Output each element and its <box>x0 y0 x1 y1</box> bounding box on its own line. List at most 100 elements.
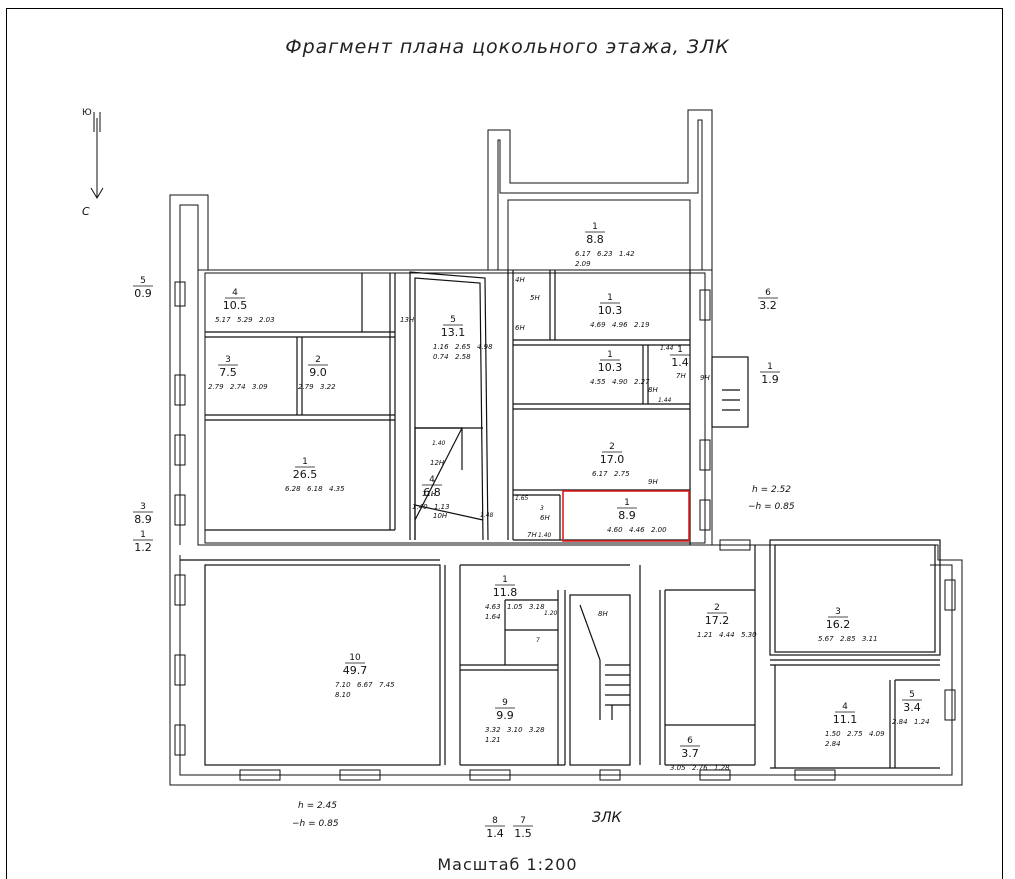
room-area: 3.2 <box>759 299 777 312</box>
room-dimension: 1.21 <box>485 736 501 744</box>
room-area: 16.2 <box>826 618 851 631</box>
room-label: 11.2 <box>133 530 153 554</box>
room-dimension: 1.16 <box>433 343 449 351</box>
outer-walls <box>169 109 963 786</box>
room-dimension: 2.79 <box>298 383 314 391</box>
room-number: 4 <box>842 702 848 712</box>
room-dimension: 4.55 <box>590 378 606 386</box>
room-dimension: 4.98 <box>477 343 493 351</box>
room-dimension: 0.74 <box>433 353 449 361</box>
room-dimension: 7.10 <box>335 681 351 689</box>
room-dimension: 4.69 <box>590 321 606 329</box>
room-dimension: 6.18 <box>307 485 323 493</box>
height-right: h = 2.52 <box>752 485 791 495</box>
room-dimension: 4.44 <box>719 631 735 639</box>
room-area: 1.4 <box>671 356 689 369</box>
niche-label: 4Н <box>515 276 525 284</box>
room-dimension: 4.60 <box>607 526 623 534</box>
room-dimension: 3.22 <box>320 383 336 391</box>
room-dimension: 6.17 <box>592 470 608 478</box>
small-dimension: 1.20 <box>544 610 558 617</box>
room-dimension: 3.32 <box>485 726 501 734</box>
room-number: 1 <box>502 575 508 585</box>
room-number: 5 <box>140 276 146 286</box>
room-number: 1 <box>767 362 773 372</box>
drawing-frame <box>6 8 1003 879</box>
room-dimension: 2.00 <box>651 526 667 534</box>
room-dimension: 2.75 <box>614 470 630 478</box>
niche-label: 7Н <box>527 531 537 539</box>
room-dimension: 4.46 <box>629 526 645 534</box>
room-area: 7.5 <box>219 366 237 379</box>
room-dimension: 3.11 <box>862 635 878 643</box>
room-dimension: 2.65 <box>455 343 471 351</box>
room-area: 3.4 <box>903 701 921 714</box>
small-dimension: 3 <box>540 505 544 512</box>
room-dimension: 2.84 <box>892 718 908 726</box>
room-area: 26.5 <box>293 468 318 481</box>
room-area: 1.2 <box>134 541 152 554</box>
plan-title: Фрагмент плана цокольного этажа, ЗЛК <box>285 36 730 58</box>
room-dimension: 3.10 <box>507 726 523 734</box>
room-area: 6.8 <box>423 486 441 499</box>
room-dimension: 2.03 <box>259 316 275 324</box>
room-dimension: 2.58 <box>455 353 471 361</box>
small-dimension: 1.40 <box>432 440 446 447</box>
room-dimension: 6.28 <box>285 485 301 493</box>
room-dimension: 1.28 <box>714 764 730 772</box>
room-area: 17.0 <box>600 453 625 466</box>
room-number: 3 <box>140 502 146 512</box>
room-area: 8.9 <box>134 513 152 526</box>
entrance-label: ЗЛК <box>592 810 623 826</box>
room-dimension: 1.64 <box>485 613 501 621</box>
room-area: 1.9 <box>761 373 779 386</box>
room-number: 1 <box>607 293 613 303</box>
niche-label: 6Н <box>540 514 550 522</box>
room-area: 1.5 <box>514 827 532 840</box>
height-right-minus: −h = 0.85 <box>748 502 795 512</box>
room-number: 1 <box>592 222 598 232</box>
room-label: 11.4 <box>670 345 690 369</box>
niche-label: 6Н <box>515 324 525 332</box>
room-dimension: 6.67 <box>357 681 373 689</box>
small-dimension: 1.65 <box>515 495 529 502</box>
room-dimension: 3.05 <box>670 764 686 772</box>
niche-label: 9Н <box>648 478 658 486</box>
niche-label: 13Н <box>400 316 415 324</box>
room-number: 1 <box>140 530 146 540</box>
room-area: 10.3 <box>598 361 623 374</box>
room-dimension: 3.28 <box>529 726 545 734</box>
room-dimension: 2.79 <box>208 383 224 391</box>
room-area: 1.4 <box>486 827 504 840</box>
scale-label: Масштаб 1:200 <box>437 855 578 874</box>
room-number: 7 <box>520 816 526 826</box>
room-area: 10.3 <box>598 304 623 317</box>
room-area: 49.7 <box>343 664 368 677</box>
niche-label: 5Н <box>530 294 540 302</box>
room-number: 5 <box>450 315 456 325</box>
room-area: 11.8 <box>493 586 518 599</box>
highlighted-room <box>562 490 690 542</box>
niche-label: 8Н <box>648 386 658 394</box>
niche-label: 8Н <box>598 610 608 618</box>
room-dimension: 8.10 <box>335 691 351 699</box>
room-label: 11.9 <box>760 362 780 386</box>
room-area: 0.9 <box>134 287 152 300</box>
room-number: 1 <box>607 350 613 360</box>
room-number: 2 <box>609 442 615 452</box>
room-dimension: 2.84 <box>825 740 841 748</box>
compass-north-label: Ю <box>82 108 92 118</box>
